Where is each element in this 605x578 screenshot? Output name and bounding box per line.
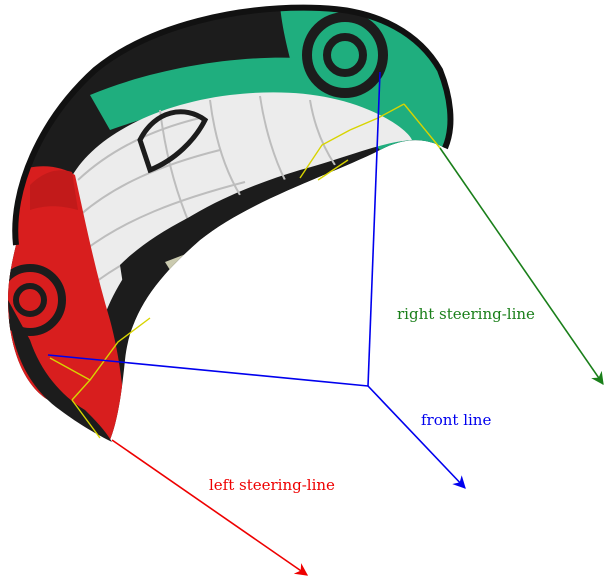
kite-image (0, 4, 454, 442)
right-steering-line-label: right steering-line (397, 305, 535, 323)
left-steering-line (112, 440, 307, 575)
front-line-label: front line (421, 411, 491, 429)
left-steering-line-label: left steering-line (209, 476, 335, 494)
right-steering-line (440, 148, 603, 384)
